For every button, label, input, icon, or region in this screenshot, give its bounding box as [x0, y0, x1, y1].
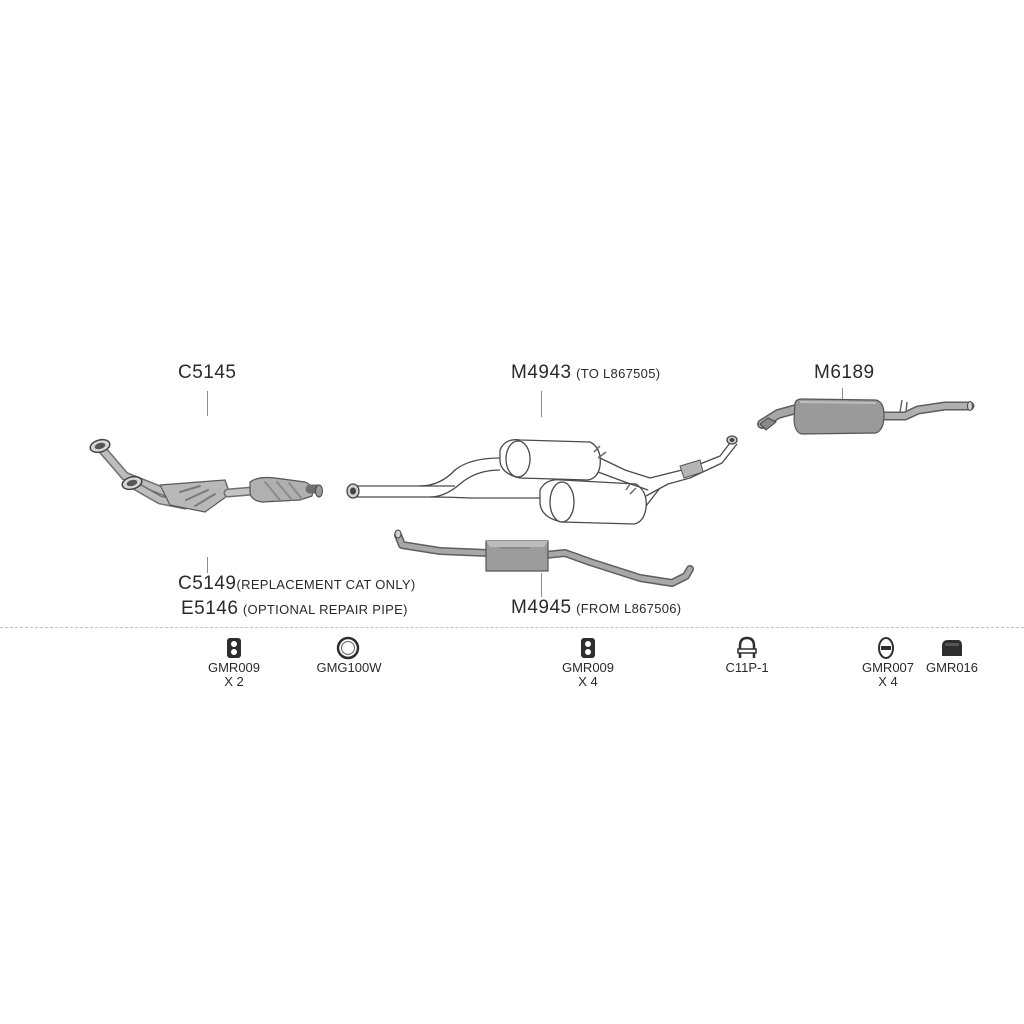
part-code-e5146: E5146: [181, 598, 239, 619]
fitting-code: GMR009: [561, 660, 615, 675]
part-note-e5146: (OPTIONAL REPAIR PIPE): [242, 602, 408, 617]
fitting-code: GMG100W: [316, 660, 382, 675]
part-note-m4943: (TO L867505): [576, 366, 661, 381]
part-code-c5149: C5149: [178, 573, 237, 594]
rubber-hanger-icon: [227, 638, 241, 658]
rubber-mount-icon: [942, 640, 962, 656]
part-label-e5146: E5146 (OPTIONAL REPAIR PIPE): [181, 598, 408, 620]
part-note-c5149: (REPLACEMENT CAT ONLY): [236, 577, 416, 592]
fitting-label-c11p-1: C11P-1: [707, 661, 787, 675]
fitting-label-gmr007: GMR007 X 4: [848, 661, 928, 689]
part-note-m4945: (FROM L867506): [576, 601, 682, 616]
leader-line-m4943: [541, 391, 542, 417]
leader-line-m6189: [842, 388, 843, 402]
fitting-label-gmr009-a: GMR009 X 2: [194, 661, 274, 689]
part-label-m4943: M4943 (TO L867505): [511, 362, 660, 384]
part-label-c5149: C5149(REPLACEMENT CAT ONLY): [178, 573, 416, 595]
gasket-ring-icon: [336, 636, 360, 660]
leader-line-c5149: [207, 557, 208, 573]
part-code-m4943: M4943: [511, 362, 572, 383]
part-code-c5145: C5145: [178, 362, 237, 383]
fitting-qty: X 4: [878, 674, 898, 689]
fitting-code: C11P-1: [725, 660, 769, 675]
fitting-qty: X 4: [578, 674, 598, 689]
fitting-label-gmr016: GMR016: [912, 661, 992, 675]
part-label-m4945: M4945 (FROM L867506): [511, 597, 681, 619]
rubber-ring-hanger-icon: [878, 637, 894, 659]
part-code-m6189: M6189: [814, 362, 875, 383]
leader-line-m4945: [541, 573, 542, 597]
section-divider: [0, 627, 1024, 628]
fitting-label-gmg100w: GMG100W: [304, 661, 394, 675]
leader-line-c5145: [207, 391, 208, 416]
u-clamp-icon: [737, 636, 757, 658]
rubber-hanger-icon: [581, 638, 595, 658]
fitting-code: GMR016: [925, 660, 979, 675]
fitting-code: GMR007: [861, 660, 915, 675]
part-code-m4945: M4945: [511, 597, 572, 618]
fitting-qty: X 2: [224, 674, 244, 689]
fitting-code: GMR009: [207, 660, 261, 675]
fitting-label-gmr009-b: GMR009 X 4: [548, 661, 628, 689]
